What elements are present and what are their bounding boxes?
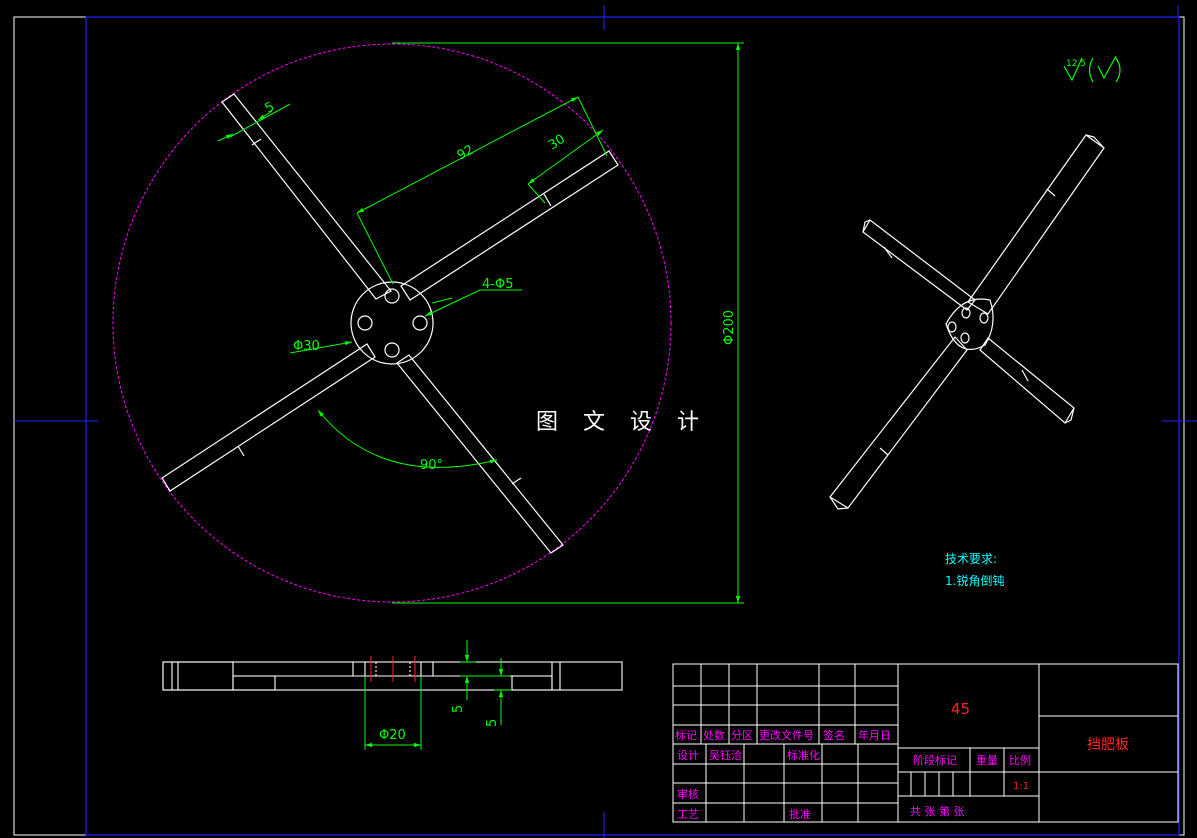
dim-thick-b: 5 <box>485 719 500 727</box>
tb-design: 设计 <box>677 749 699 762</box>
dim-holes: 4-Φ5 <box>482 277 513 292</box>
dim-length-92: 92 <box>455 143 477 164</box>
sheet-border <box>13 5 1197 838</box>
tb-standardize: 标准化 <box>787 748 820 762</box>
tb-review: 审核 <box>677 787 699 801</box>
tb-process: 工艺 <box>677 808 699 821</box>
tb-date: 年月日 <box>858 728 891 742</box>
ribs <box>161 93 619 554</box>
plan-view <box>112 43 672 603</box>
title-block <box>672 663 1179 823</box>
tb-count: 处数 <box>703 729 725 742</box>
hub <box>350 281 434 365</box>
plan-dimension-labels: 5 92 30 4-Φ5 Φ30 Φ200 90° <box>263 99 738 473</box>
tb-approve: 批准 <box>789 807 811 821</box>
surface-finish-value: 12.5 <box>1066 59 1086 69</box>
part-name: 挡肥板 <box>1087 737 1129 753</box>
section-centerlines <box>370 656 416 682</box>
dim-length-30: 30 <box>546 132 568 154</box>
dim-bore-dia: Φ20 <box>379 728 406 743</box>
tb-designer: 吴钰洽 <box>709 749 742 762</box>
material: 45 <box>951 700 970 718</box>
dim-hub-dia: Φ30 <box>293 339 320 354</box>
isometric-view <box>829 134 1105 510</box>
section-dimensions <box>364 640 512 750</box>
title-block-text: 45 挡肥板 标记 处数 分区 更改文件号 签名 年月日 设计 吴钰洽 标准化 … <box>675 700 1129 821</box>
tb-mark: 标记 <box>675 728 697 742</box>
watermark: 图 文 设 计 <box>536 410 708 435</box>
tb-zone: 分区 <box>731 729 753 742</box>
tb-weight: 重量 <box>976 753 998 767</box>
plan-dimensions <box>217 42 744 604</box>
dim-rib-width: 5 <box>263 99 278 116</box>
surface-finish-symbol <box>1063 55 1121 83</box>
tech-notes-title: 技术要求: <box>945 552 997 566</box>
tb-stage-mark: 阶段标记 <box>913 753 957 767</box>
tech-notes-item1: 1.锐角倒钝 <box>945 574 1004 588</box>
tb-scale-value: 1:1 <box>1013 781 1029 792</box>
dim-thick-a: 5 <box>451 705 466 713</box>
dim-outer-dia: Φ200 <box>722 310 737 345</box>
tb-change-doc: 更改文件号 <box>759 728 814 742</box>
dim-angle: 90° <box>420 458 443 473</box>
tb-sheets: 共 张 第 张 <box>910 804 965 818</box>
tb-scale: 比例 <box>1009 753 1031 767</box>
tb-signature: 签名 <box>823 728 845 742</box>
